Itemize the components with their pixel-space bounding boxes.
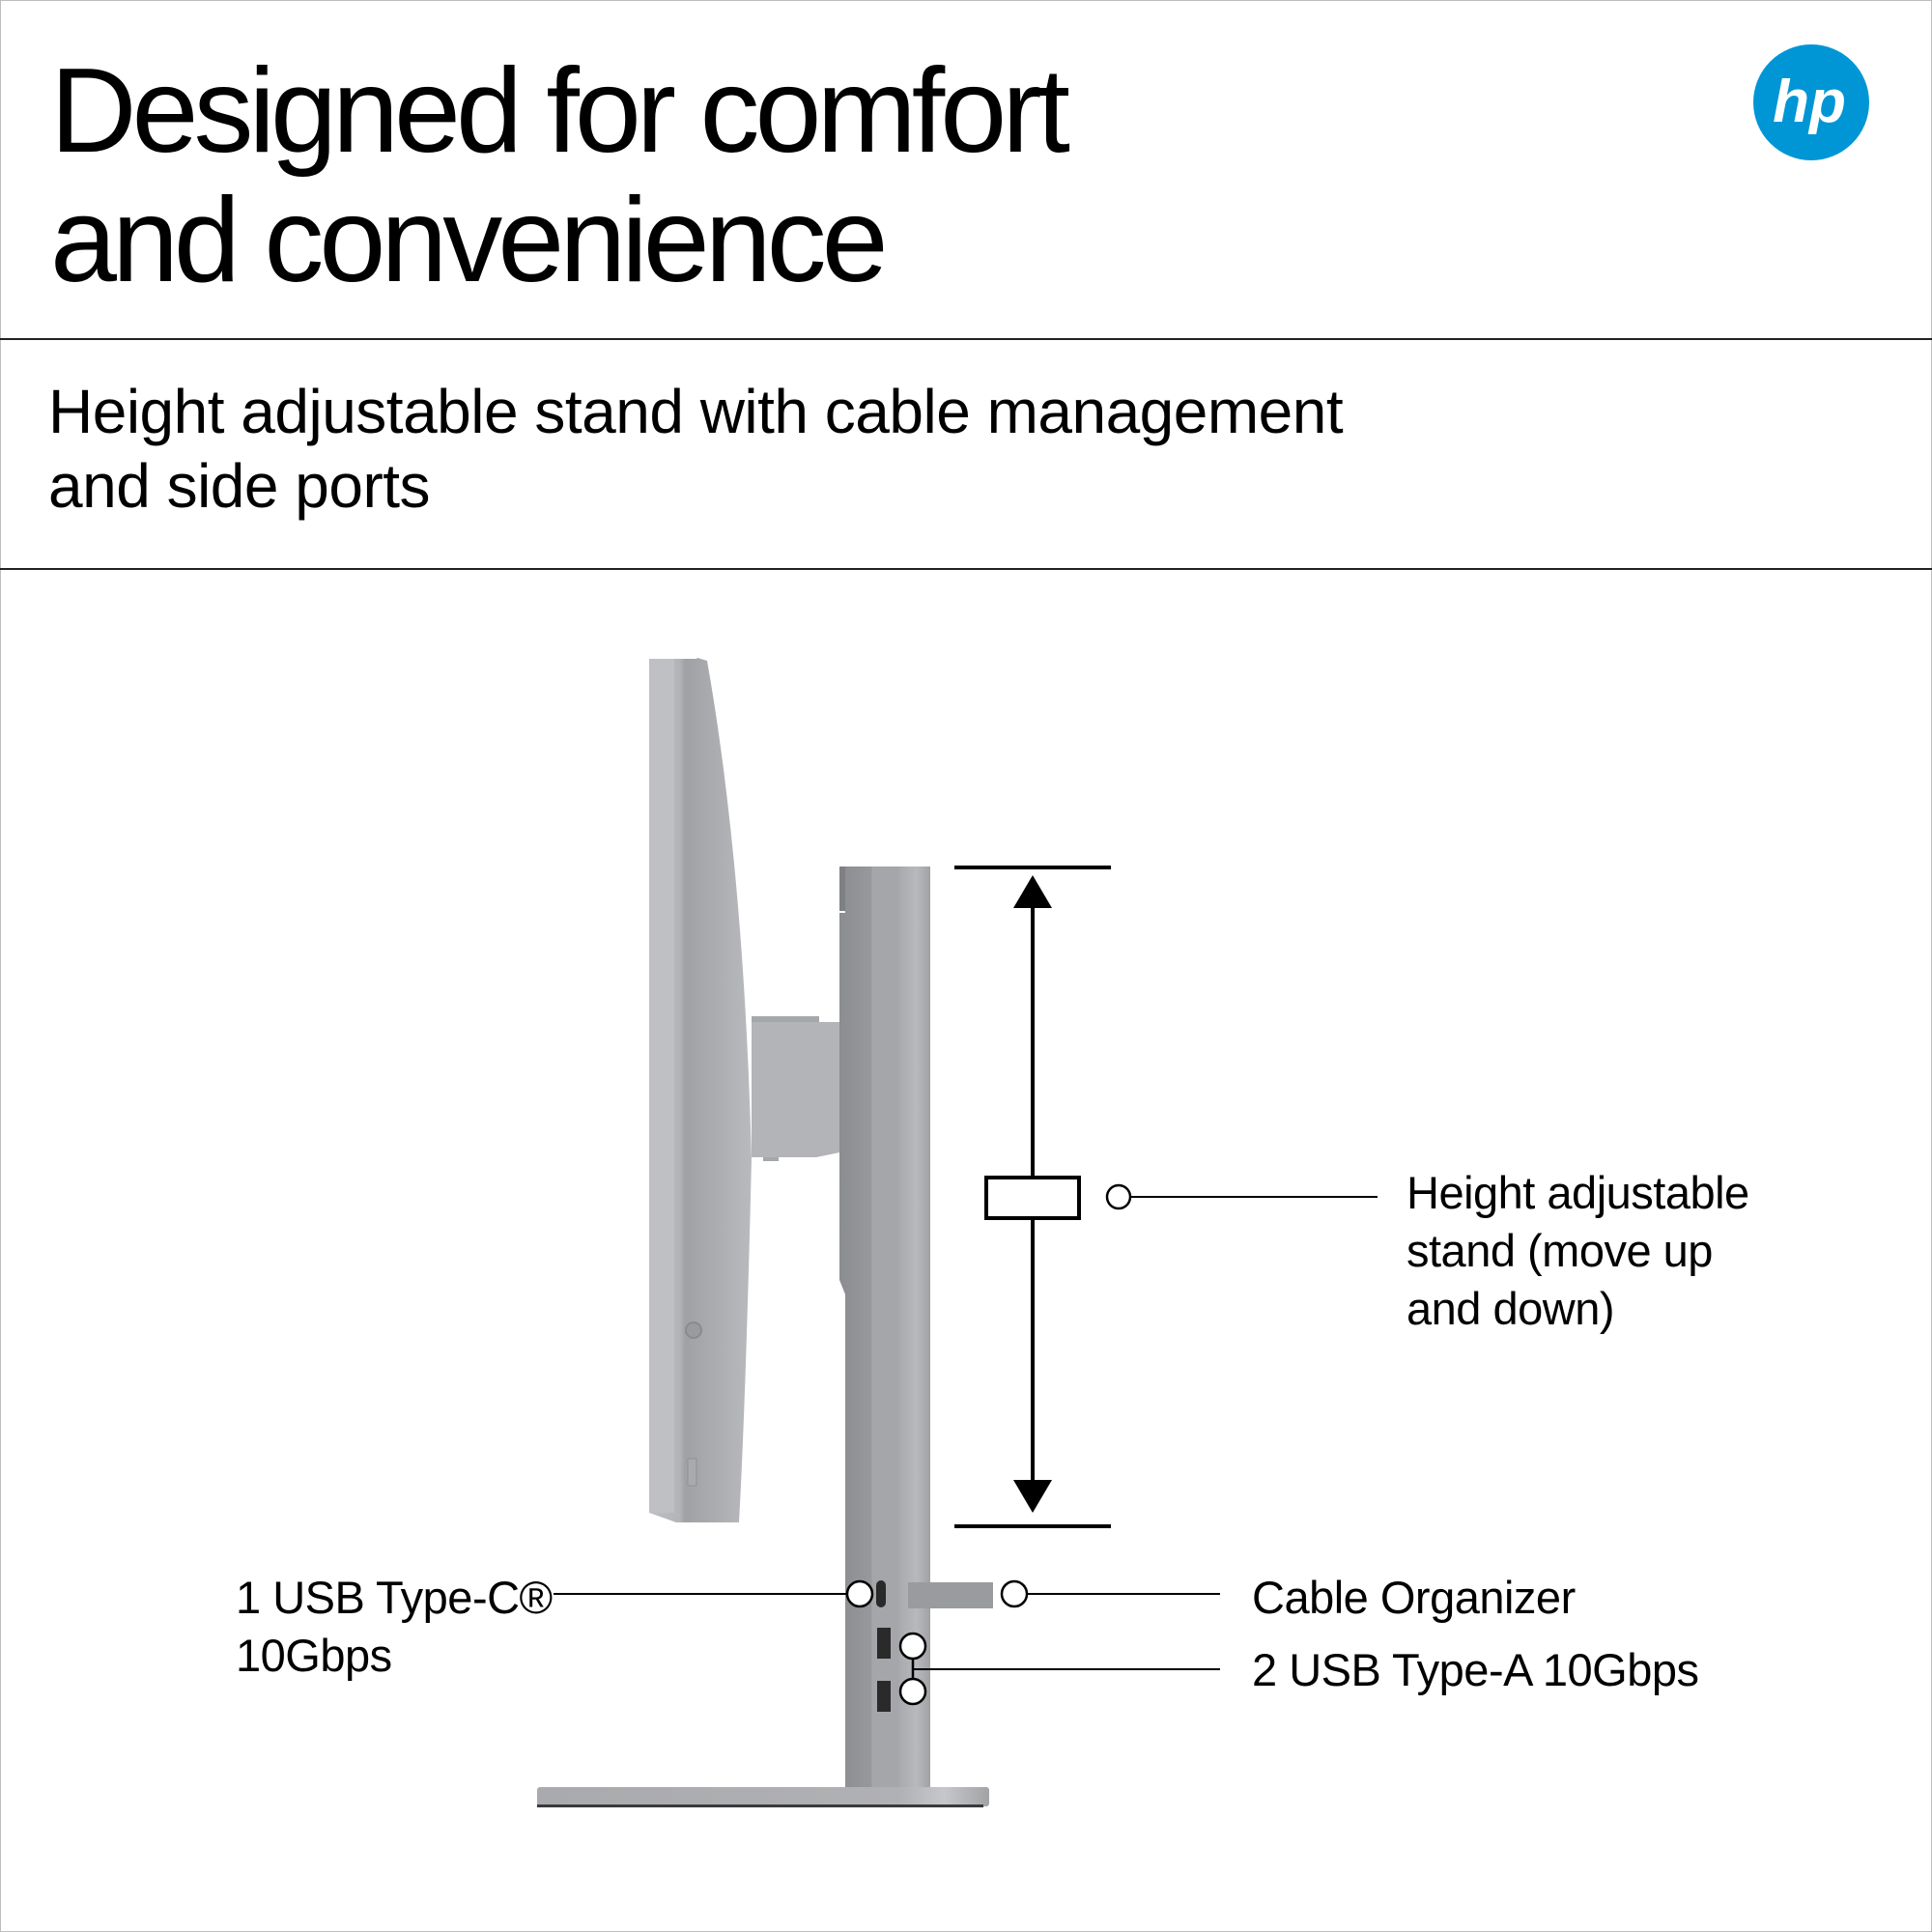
divider-top xyxy=(0,338,1932,340)
arrow-down-icon xyxy=(1013,1480,1052,1513)
usb-c-callout-leader xyxy=(554,1579,874,1608)
usb-c-callout-label: 1 USB Type-C® 10Gbps xyxy=(236,1569,553,1685)
usb-c-label-line-2: 10Gbps xyxy=(236,1630,392,1681)
stand-base xyxy=(537,1787,989,1807)
title-line-2: and convenience xyxy=(50,174,889,307)
cable-callout-leader xyxy=(1000,1579,1220,1608)
usb-a-port-1 xyxy=(877,1628,891,1659)
hp-logo: hp xyxy=(1753,44,1869,160)
height-label-line-2: stand (move up xyxy=(1406,1225,1713,1276)
divider-bottom xyxy=(0,568,1932,570)
cable-organizer-clip xyxy=(908,1582,993,1608)
cable-organizer-label: Cable Organizer xyxy=(1252,1572,1576,1623)
usb-a-callout-leader xyxy=(898,1632,1220,1706)
height-label-line-1: Height adjustable xyxy=(1406,1167,1749,1218)
usb-a-label: 2 USB Type-A 10Gbps xyxy=(1252,1644,1699,1695)
arrow-up-icon xyxy=(1013,875,1052,908)
svg-text:hp: hp xyxy=(1773,69,1846,135)
subtitle-line-2: and side ports xyxy=(48,451,431,521)
usb-a-port-2 xyxy=(877,1681,891,1712)
hinge-block xyxy=(752,1016,849,1161)
height-callout-leader xyxy=(1105,1183,1378,1210)
title-line-1: Designed for comfort xyxy=(50,44,1070,178)
subtitle: Height adjustable stand with cable manag… xyxy=(48,375,1344,524)
height-label-line-3: and down) xyxy=(1406,1283,1614,1334)
page-title: Designed for comfort and convenience xyxy=(50,44,1070,307)
subtitle-line-1: Height adjustable stand with cable manag… xyxy=(48,377,1344,446)
usb-c-label-line-1: 1 USB Type-C® xyxy=(236,1572,553,1623)
height-dimension xyxy=(954,866,1111,1528)
usb-c-port xyxy=(876,1580,886,1607)
monitor-panel xyxy=(649,658,752,1522)
stand-column xyxy=(839,867,930,1789)
height-callout-label: Height adjustable stand (move up and dow… xyxy=(1406,1164,1749,1338)
